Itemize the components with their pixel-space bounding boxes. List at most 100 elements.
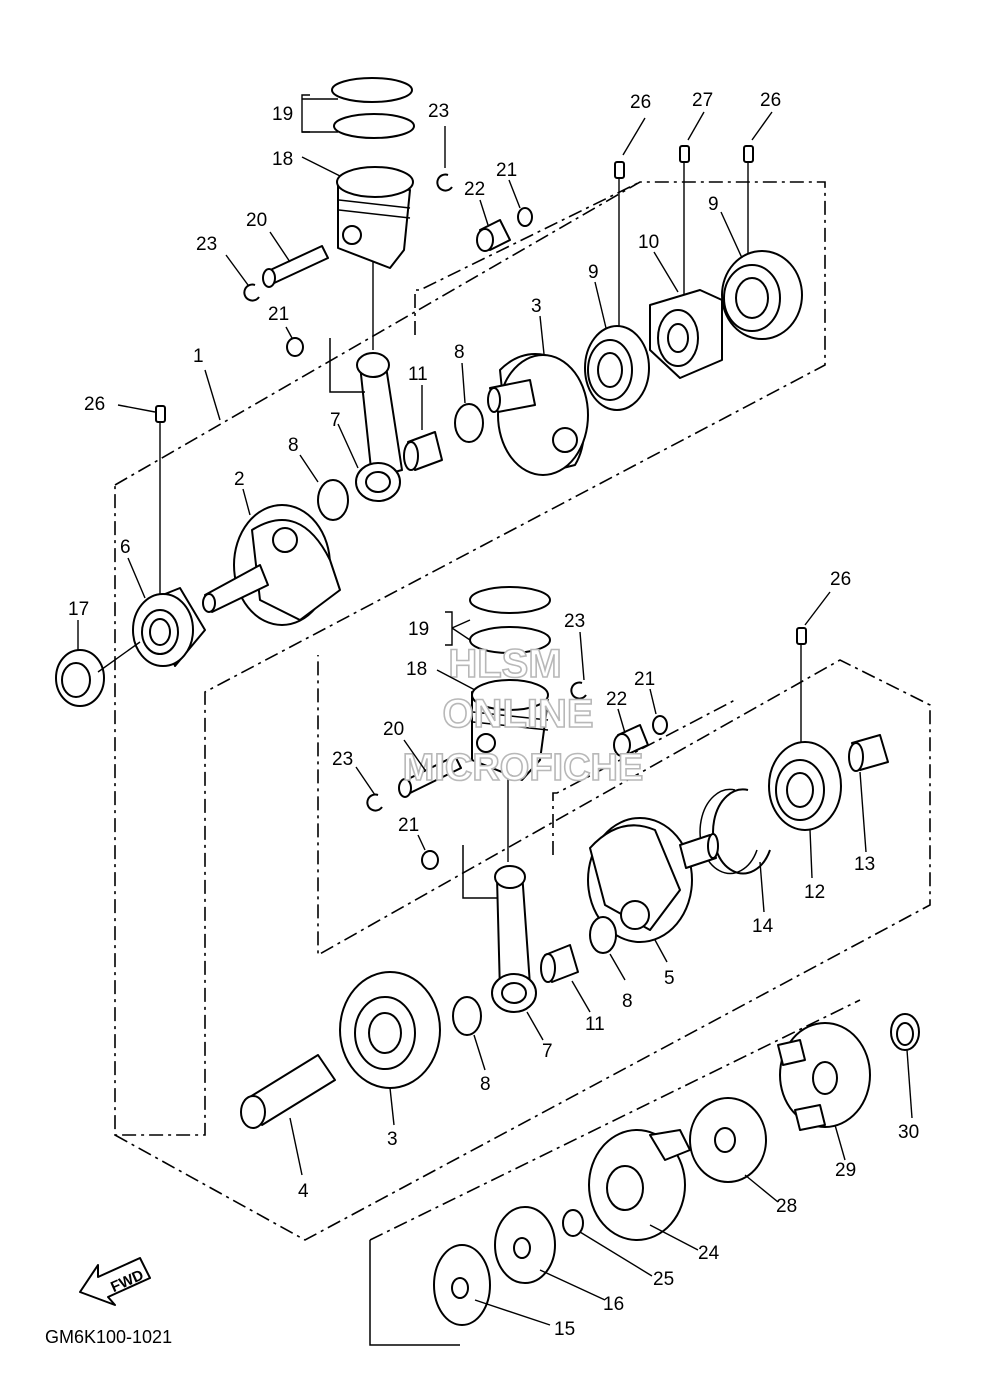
piston-lower xyxy=(471,679,549,781)
dowel-pin-1 xyxy=(614,161,625,179)
callout-6: 6 xyxy=(120,537,131,558)
bearing-6 xyxy=(132,587,206,667)
piston-pin-lower xyxy=(398,755,462,798)
bearing-3-lower xyxy=(339,971,441,1089)
washer-lower-left xyxy=(421,850,439,870)
connecting-rod-upper xyxy=(355,352,403,502)
oil-seal-17 xyxy=(55,649,105,707)
lower-crank-group xyxy=(240,627,889,1129)
circlip-14 xyxy=(712,788,771,875)
callout-23-lower-right: 23 xyxy=(564,611,585,632)
crankpin-4 xyxy=(240,1054,336,1129)
callout-24: 24 xyxy=(698,1243,720,1264)
callout-1: 1 xyxy=(193,346,204,367)
callout-11-upper: 11 xyxy=(408,364,428,385)
bushing-11-upper xyxy=(403,431,443,471)
upper-piston-group xyxy=(243,77,533,502)
coupling-hub-24 xyxy=(588,1129,691,1241)
washer-upper-left xyxy=(286,337,304,357)
watermark-line-2: ONLINE xyxy=(442,692,593,736)
callout-15: 15 xyxy=(554,1319,575,1340)
callout-13: 13 xyxy=(854,854,875,875)
callout-27: 27 xyxy=(692,90,713,111)
washer-16 xyxy=(494,1206,556,1284)
washer-8-b xyxy=(317,479,349,521)
callout-23-upper-right: 23 xyxy=(428,101,449,122)
callout-8-upper-left: 8 xyxy=(288,435,299,456)
callout-22-lower: 22 xyxy=(606,689,627,710)
watermark-line-1: HLSM xyxy=(448,642,561,686)
crank-web-5 xyxy=(587,817,719,943)
callout-23-lower-left: 23 xyxy=(332,749,353,770)
bushing-13 xyxy=(848,734,889,772)
coupling-29 xyxy=(777,1022,871,1131)
callout-8-lower-right: 8 xyxy=(622,991,633,1012)
callout-9-right: 9 xyxy=(708,194,719,215)
connecting-rod-lower xyxy=(491,865,537,1013)
callout-7-upper: 7 xyxy=(330,410,341,431)
forward-direction-arrow: FWD xyxy=(79,1257,151,1306)
dowel-pin-4 xyxy=(155,405,166,423)
washer-upper-right xyxy=(517,207,533,227)
callout-3-lower: 3 xyxy=(387,1129,398,1150)
washer-8-a xyxy=(454,403,484,443)
coupling-outline xyxy=(369,999,861,1241)
callout-9-left: 9 xyxy=(588,262,599,283)
coupling-10 xyxy=(649,289,723,379)
callout-21-upper-right: 21 xyxy=(496,160,517,181)
washer-lower-right xyxy=(652,715,668,735)
callout-18-upper: 18 xyxy=(272,149,293,170)
circlip-lower-right xyxy=(570,681,587,700)
callout-5: 5 xyxy=(664,968,675,989)
callout-29: 29 xyxy=(835,1160,856,1181)
callout-20-upper: 20 xyxy=(246,210,267,231)
circlip-lower-left xyxy=(366,793,383,812)
bearing-12 xyxy=(768,741,842,831)
callout-17: 17 xyxy=(68,599,89,620)
rod-bracket-upper xyxy=(329,338,365,393)
callout-26-c: 26 xyxy=(830,569,851,590)
callout-8-lower-left: 8 xyxy=(480,1074,491,1095)
lower-piston-group xyxy=(366,586,736,1013)
callout-11-lower: 11 xyxy=(585,1014,605,1035)
callout-21-upper-left: 21 xyxy=(268,304,289,325)
circlip-upper-left xyxy=(243,283,260,302)
watermark: HLSM ONLINE MICROFICHE xyxy=(402,641,644,790)
callout-26-left: 26 xyxy=(84,394,105,415)
callout-25: 25 xyxy=(653,1269,674,1290)
callout-7-lower: 7 xyxy=(542,1041,553,1062)
watermark-line-3: MICROFICHE xyxy=(403,747,644,789)
upper-piston-outline xyxy=(414,181,641,335)
catalog-code: GM6K100-1021 xyxy=(45,1327,172,1347)
rod-bracket-lower xyxy=(462,845,497,899)
seal-30 xyxy=(890,1013,920,1051)
lower-piston-outline xyxy=(552,699,736,855)
callout-21-lower-left: 21 xyxy=(398,815,419,836)
crank-web-2 xyxy=(202,504,341,626)
crank-web-3-upper xyxy=(487,353,589,476)
callout-30: 30 xyxy=(898,1122,919,1143)
callout-leaders xyxy=(77,94,913,1326)
callout-19-upper: 19 xyxy=(272,104,293,125)
bearing-9-b xyxy=(721,250,803,340)
callout-19-lower: 19 xyxy=(408,619,429,640)
callout-28: 28 xyxy=(776,1196,797,1217)
callout-23-upper-left: 23 xyxy=(196,234,217,255)
upper-crank-assembly-outline xyxy=(114,181,826,1136)
callout-labels: 19 18 23 20 23 21 22 21 1 26 26 27 26 9 … xyxy=(68,90,919,1340)
coupling-group xyxy=(369,999,920,1346)
callout-2: 2 xyxy=(234,469,245,490)
piston-ring-lower-1 xyxy=(469,586,551,614)
circlip-upper-right xyxy=(436,173,453,192)
bearing-9-a xyxy=(584,325,650,411)
callout-14: 14 xyxy=(752,916,774,937)
washer-8-d xyxy=(452,996,482,1036)
callout-21-lower-right: 21 xyxy=(634,669,655,690)
piston-ring-upper-1 xyxy=(331,77,413,103)
callout-4: 4 xyxy=(298,1181,309,1202)
o-ring-25 xyxy=(562,1209,584,1237)
callout-8-upper-right: 8 xyxy=(454,342,465,363)
piston-ring-upper-2 xyxy=(333,113,415,139)
callout-16: 16 xyxy=(603,1294,624,1315)
